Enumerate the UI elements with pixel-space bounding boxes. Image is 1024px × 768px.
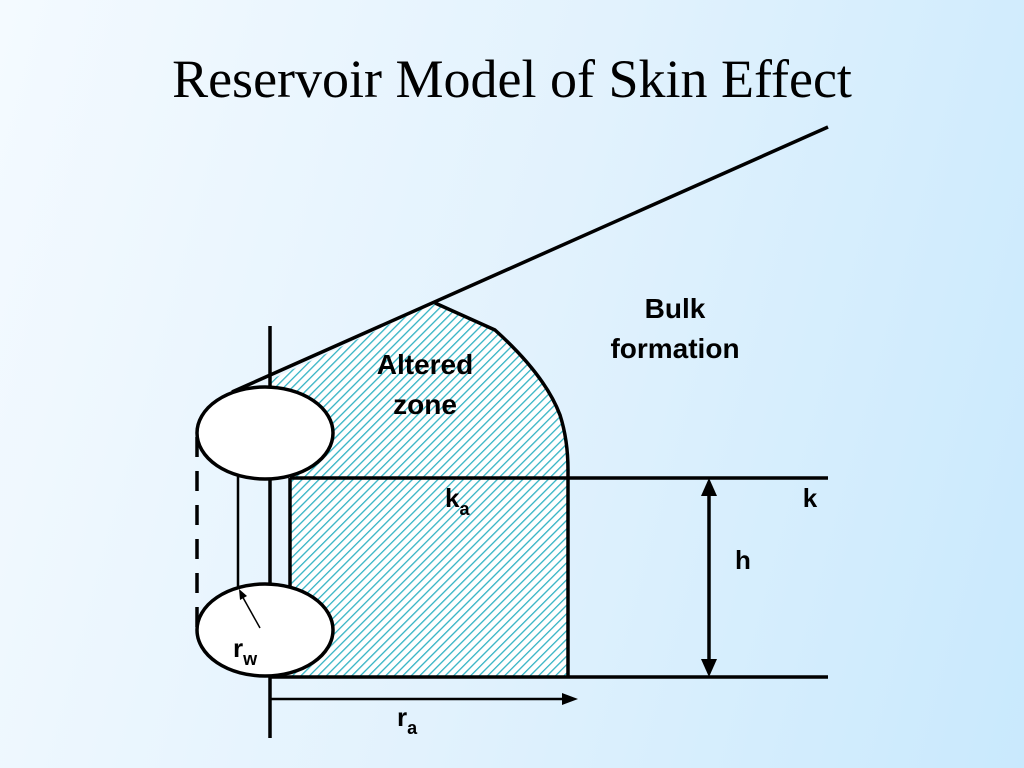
h-arrowhead-bottom [701, 659, 717, 677]
altered-zone-region [270, 303, 568, 677]
ra-arrowhead [562, 693, 578, 705]
wellbore-top-ellipse [195, 385, 335, 481]
ka-label-sub: a [459, 499, 470, 519]
k-label: k [803, 483, 818, 513]
rw-arrowhead [239, 589, 247, 600]
altered-zone-label-line1: Altered [377, 349, 473, 380]
ka-label: ka [445, 483, 470, 519]
rw-label: rw [233, 633, 258, 669]
h-arrowhead-top [701, 478, 717, 496]
rw-label-main: r [233, 633, 243, 663]
altered-zone-label-line2: zone [393, 389, 457, 420]
rw-arrow [240, 593, 261, 629]
ra-label-sub: a [407, 718, 418, 738]
bulk-formation-label-line2: formation [610, 333, 739, 364]
rw-label-sub: w [242, 649, 258, 669]
altered-zone-boundary [434, 301, 570, 677]
upper-boundary-line [231, 125, 829, 394]
ra-label: ra [397, 702, 418, 738]
ka-label-main: k [445, 483, 460, 513]
ra-label-main: r [397, 702, 407, 732]
bulk-formation-label-line1: Bulk [645, 293, 706, 324]
wellbore-bottom-ellipse [195, 582, 335, 678]
h-label: h [735, 545, 751, 575]
slide-title: Reservoir Model of Skin Effect [172, 49, 852, 109]
